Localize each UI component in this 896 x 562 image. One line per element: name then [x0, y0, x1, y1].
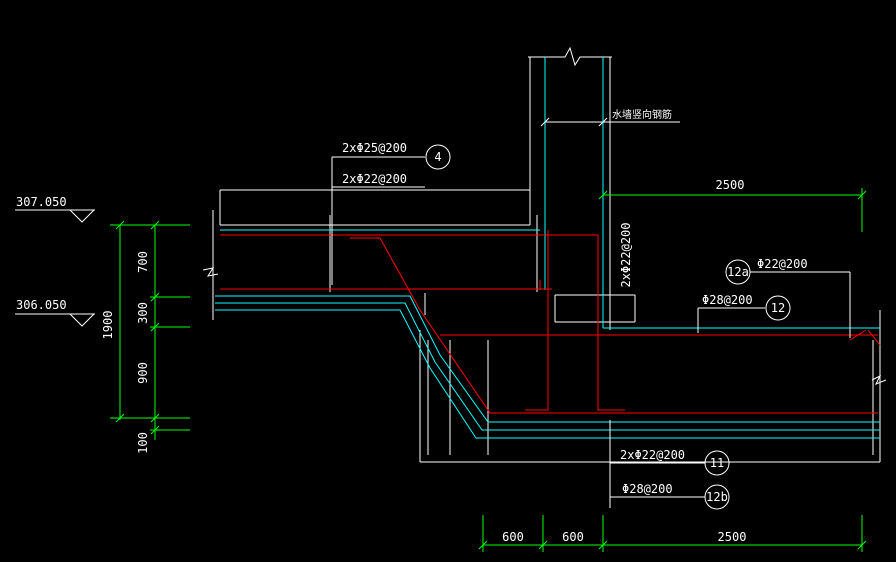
dim-bottom-2500: 2500: [718, 530, 747, 544]
dim-top-2500: 2500: [716, 178, 745, 192]
rebar-red: [220, 230, 881, 414]
dim-100: 100: [136, 432, 150, 454]
dim-bottom-600b: 600: [562, 530, 584, 544]
label-right-top-a: Φ22@200: [757, 257, 808, 271]
label-top-rebar-a: 2xΦ25@200: [342, 141, 407, 155]
tag-4: 4: [434, 150, 441, 164]
elevation-mid: 306.050: [16, 298, 67, 312]
tag-12-circle: [765, 295, 791, 321]
dim-300: 300: [136, 302, 150, 324]
label-bottom-a: 2xΦ22@200: [620, 448, 685, 462]
leaders: [15, 117, 851, 508]
label-top-rebar-b: 2xΦ22@200: [342, 172, 407, 186]
tag-11: 11: [710, 456, 724, 470]
elevation-top: 307.050: [16, 195, 67, 209]
label-wall-note: 水墙竖向钢筋: [612, 108, 672, 121]
dim-bottom-600a: 600: [502, 530, 524, 544]
dim-lines: [110, 188, 867, 552]
tag-circles: [425, 144, 791, 510]
tag-11-circle: [704, 450, 730, 476]
dim-900: 900: [136, 362, 150, 384]
tag-12b: 12b: [706, 490, 728, 504]
rebar-cyan: [215, 57, 880, 439]
tag-12b-circle: [704, 484, 730, 510]
dim-1900: 1900: [101, 311, 115, 340]
tag-4-circle: [425, 144, 451, 170]
tag-12a-circle: [725, 259, 751, 285]
tag-12: 12: [771, 301, 785, 315]
tag-12a: 12a: [727, 265, 749, 279]
dim-700: 700: [136, 251, 150, 273]
label-right-top-b: Φ28@200: [702, 293, 753, 307]
label-vertical-rebar: 2xΦ22@200: [619, 222, 633, 287]
label-bottom-b: Φ28@200: [622, 482, 673, 496]
concrete-outline: [202, 46, 887, 463]
